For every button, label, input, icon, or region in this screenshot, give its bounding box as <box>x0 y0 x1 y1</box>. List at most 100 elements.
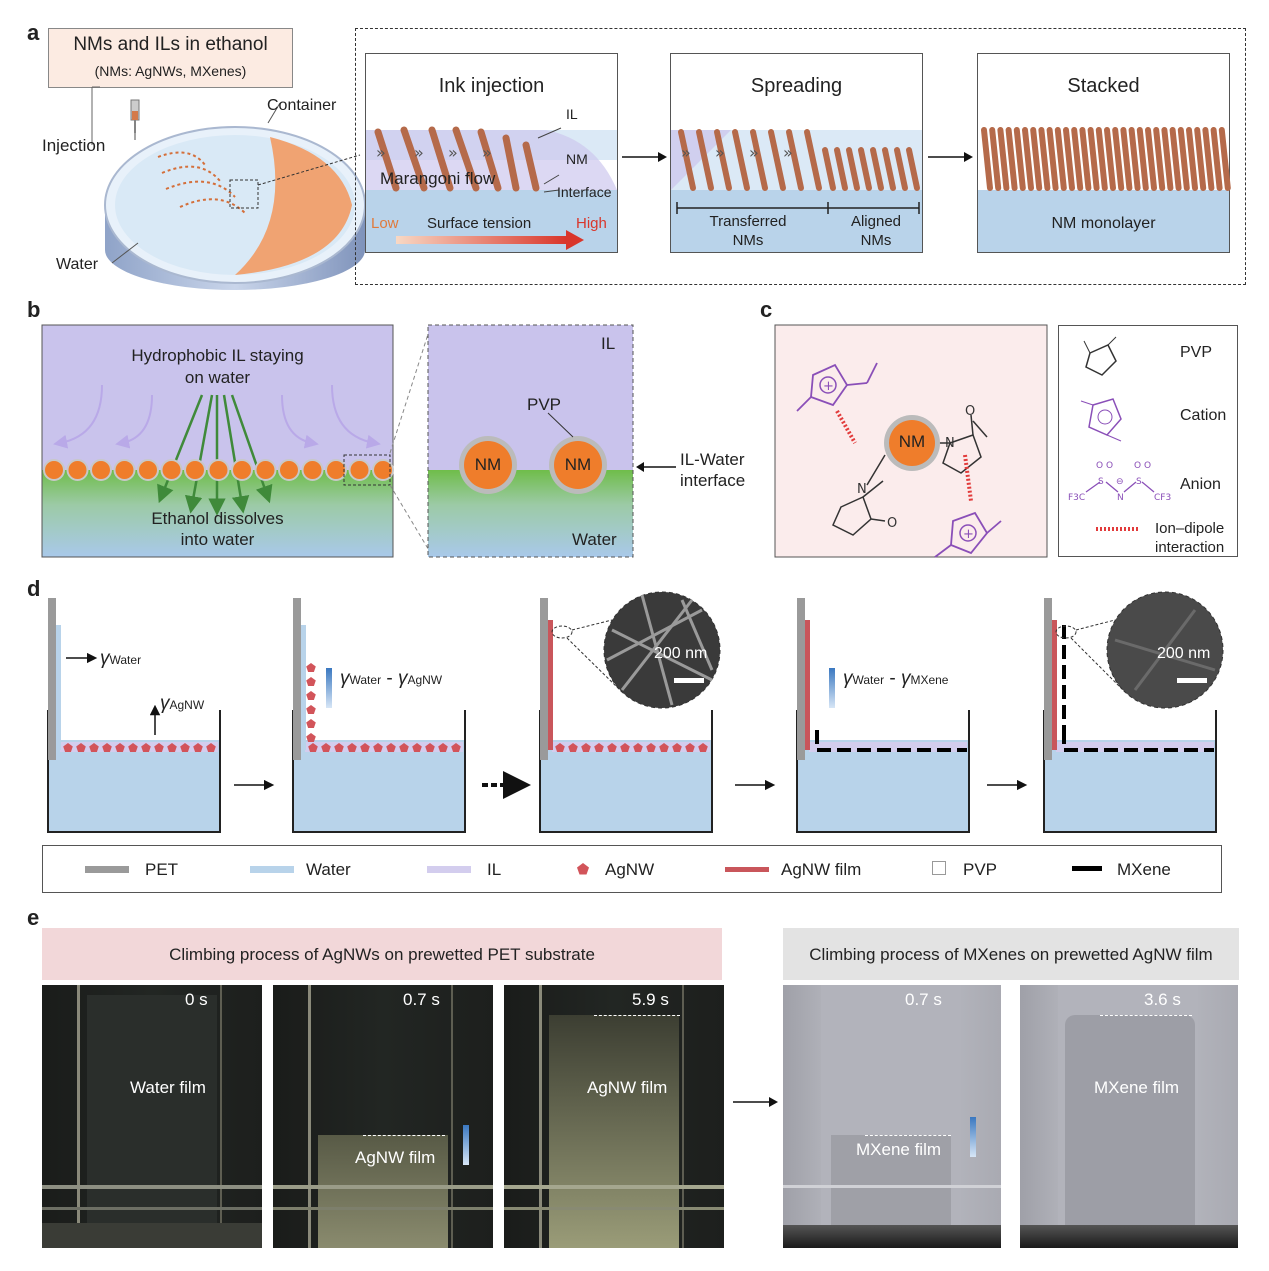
stacked-nanowire <box>1071 127 1084 191</box>
container-label: Container <box>267 97 337 114</box>
svg-text:»: » <box>482 143 492 162</box>
beaker-stage-3 <box>539 598 713 833</box>
hydrophobic-il-label-line2: on water <box>184 368 251 387</box>
agnw-particle <box>306 719 316 728</box>
stacked-nanowire <box>1210 127 1223 191</box>
legend-il-label: IL <box>487 860 502 879</box>
surface-tension-diff-agnw: γWater - γAgNW <box>340 668 443 689</box>
photo2-time: 0.7 s <box>403 990 440 1009</box>
pvp-label: PVP <box>527 395 562 414</box>
pet-substrate <box>48 598 56 760</box>
legend-cation-label: Cation <box>1180 407 1227 424</box>
container-illustration <box>91 86 366 290</box>
step1-nm-label: NM <box>566 151 588 167</box>
surface-tension-label: Surface tension <box>427 215 532 232</box>
pet-substrate <box>797 598 805 760</box>
step1-title: Ink injection <box>438 75 545 97</box>
climb-arrow-agnw <box>326 668 332 708</box>
svg-text:O: O <box>965 404 975 419</box>
step1-illustration: » » » » <box>366 126 617 252</box>
legend-ion-dipole-icon <box>1096 527 1140 531</box>
nm-ball-label-1: NM <box>474 455 502 474</box>
panel-label-c: c <box>760 297 773 322</box>
nm-particle <box>137 459 159 481</box>
agnw-particle <box>128 743 138 752</box>
stacked-nanowire <box>1128 127 1141 191</box>
agnw-particle <box>308 743 318 752</box>
pet-substrate <box>293 598 301 760</box>
panel-label-e: e <box>27 905 40 930</box>
agnw-particle <box>568 743 578 752</box>
legend-anion-label: Anion <box>1180 476 1221 493</box>
stacked-nanowire <box>1202 127 1215 191</box>
legend-ion-dipole-line1: Ion–dipole <box>1155 520 1225 537</box>
ethanol-label-line1: Ethanol dissolves <box>151 509 284 528</box>
agnw-particle <box>399 743 409 752</box>
legend-pet-swatch <box>85 866 129 873</box>
agnw-particle <box>321 743 331 752</box>
nm-particle <box>184 459 206 481</box>
stacked-nanowire <box>1095 127 1108 191</box>
banner-agnw <box>42 928 722 980</box>
agnw-particle <box>63 743 73 752</box>
beaker-stage-5 <box>1043 598 1217 833</box>
nm-particle <box>43 459 65 481</box>
stacked-nanowire <box>1120 127 1133 191</box>
step1-il-label: IL <box>566 106 578 122</box>
photo1-time: 0 s <box>185 990 208 1009</box>
legend-pvp-icon <box>1083 336 1117 376</box>
banner-mxene-text: Climbing process of MXenes on prewetted … <box>809 945 1213 964</box>
arrow-step2-3 <box>928 152 973 162</box>
svg-text:O: O <box>887 516 897 531</box>
nm-ball-label-2: NM <box>564 455 592 474</box>
agnw-particle <box>438 743 448 752</box>
banner-mxene <box>783 928 1239 980</box>
svg-text:S: S <box>1136 477 1142 487</box>
svg-text:»: » <box>681 143 691 162</box>
agnw-particle <box>685 743 695 752</box>
stacked-nanowire <box>1145 127 1157 191</box>
agnw-particle <box>594 743 604 752</box>
nm-particle <box>66 459 89 481</box>
monolayer-label: NM monolayer <box>1051 215 1156 232</box>
ink-box-title: NMs and ILs in ethanol <box>73 34 268 55</box>
water-label: Water <box>56 256 99 273</box>
climb-arrow-mxene <box>829 668 835 708</box>
photo-0s <box>42 985 262 1248</box>
legend-ion-dipole-line2: interaction <box>1155 539 1225 556</box>
agnw-particle <box>386 743 396 752</box>
legend-pvp-d-label: PVP <box>963 860 998 879</box>
stacked-nanowire <box>1177 127 1190 191</box>
svg-text:»: » <box>715 143 725 162</box>
step2-illustration: » » » » <box>671 129 922 252</box>
panel-label-a: a <box>27 20 40 45</box>
photo4-time: 0.7 s <box>905 990 942 1009</box>
agnw-particle <box>306 677 316 686</box>
stacked-nanowire <box>1054 127 1067 191</box>
nm-particle <box>372 459 394 481</box>
legend-agnw-film-label: AgNW film <box>781 860 862 879</box>
stacked-nanowire <box>1046 127 1059 191</box>
stacked-nanowire <box>1169 127 1182 191</box>
stacked-nanowire <box>1112 127 1125 191</box>
nm-particle <box>301 459 324 481</box>
svg-text:⊖: ⊖ <box>1116 477 1124 487</box>
panel-c-legend <box>1058 325 1238 557</box>
panel-c-molecules: O O N N + + <box>774 324 1048 558</box>
beaker-stage-4 <box>796 598 970 833</box>
transferred-label: Transferred <box>709 213 787 230</box>
agnw-particle <box>672 743 682 752</box>
stacked-nanowire <box>989 127 1002 191</box>
agnw-particle <box>633 743 643 752</box>
legend-il-swatch <box>427 866 471 873</box>
legend-water-swatch <box>250 866 294 873</box>
stacked-nanowire <box>1022 127 1034 191</box>
photo-3.6s-mxene <box>1020 985 1238 1248</box>
legend-agnw-film-swatch <box>725 867 769 872</box>
sem-inset-2 <box>1055 591 1224 709</box>
agnw-particle <box>425 743 435 752</box>
stacked-nanowire <box>1013 127 1026 191</box>
svg-text:F3C: F3C <box>1068 493 1085 503</box>
stacked-nanowire <box>1161 127 1174 191</box>
agnw-particle <box>451 743 461 752</box>
